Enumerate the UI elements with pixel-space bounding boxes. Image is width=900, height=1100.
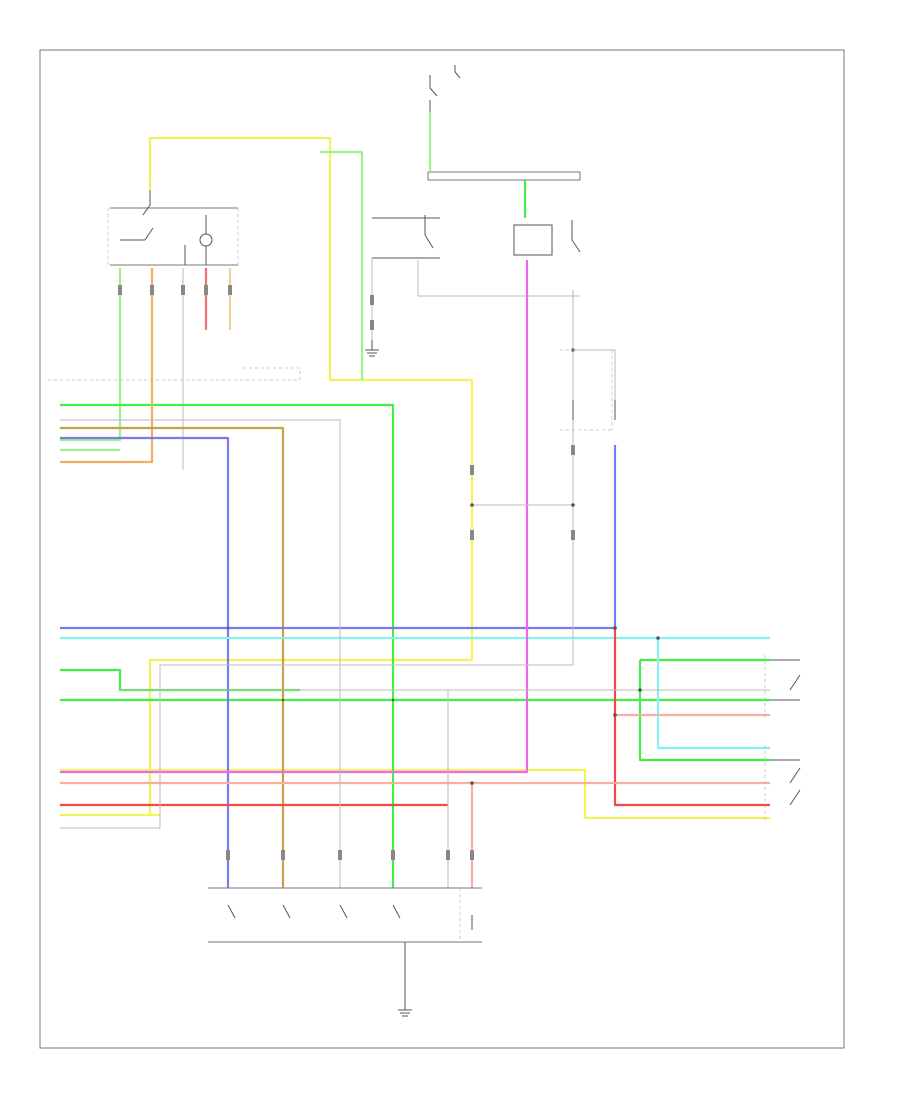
bottom-switch-block bbox=[208, 887, 482, 1010]
wire-gray-c bbox=[120, 689, 770, 888]
wire-gray-f bbox=[573, 349, 616, 420]
ground-top bbox=[365, 340, 379, 357]
wire-yellow-top bbox=[148, 136, 474, 815]
splice-nodes bbox=[226, 348, 660, 785]
wire-cyan bbox=[60, 636, 770, 750]
wire-green-bus bbox=[60, 403, 395, 888]
wire-red bbox=[60, 628, 770, 807]
right-fuse-box bbox=[560, 349, 616, 431]
right-motor-b bbox=[764, 745, 801, 822]
left-switch-module bbox=[107, 190, 239, 266]
relay-box bbox=[372, 171, 581, 297]
ground-bottom bbox=[398, 1009, 412, 1017]
wire-light-green bbox=[60, 150, 364, 452]
wire-salmon bbox=[60, 713, 770, 888]
wire-magenta bbox=[60, 260, 529, 774]
wire-gray-b bbox=[60, 419, 341, 888]
wire-green-right bbox=[60, 658, 770, 762]
wire-yellow-bottom bbox=[60, 768, 770, 820]
pin-stubs bbox=[118, 285, 575, 860]
top-power-fuse bbox=[429, 65, 461, 112]
wire-gray-a bbox=[60, 290, 574, 829]
wire-orange bbox=[60, 268, 154, 464]
diagram-frame bbox=[39, 49, 845, 1049]
wire-brown bbox=[60, 426, 285, 888]
right-motor-a bbox=[764, 655, 801, 720]
